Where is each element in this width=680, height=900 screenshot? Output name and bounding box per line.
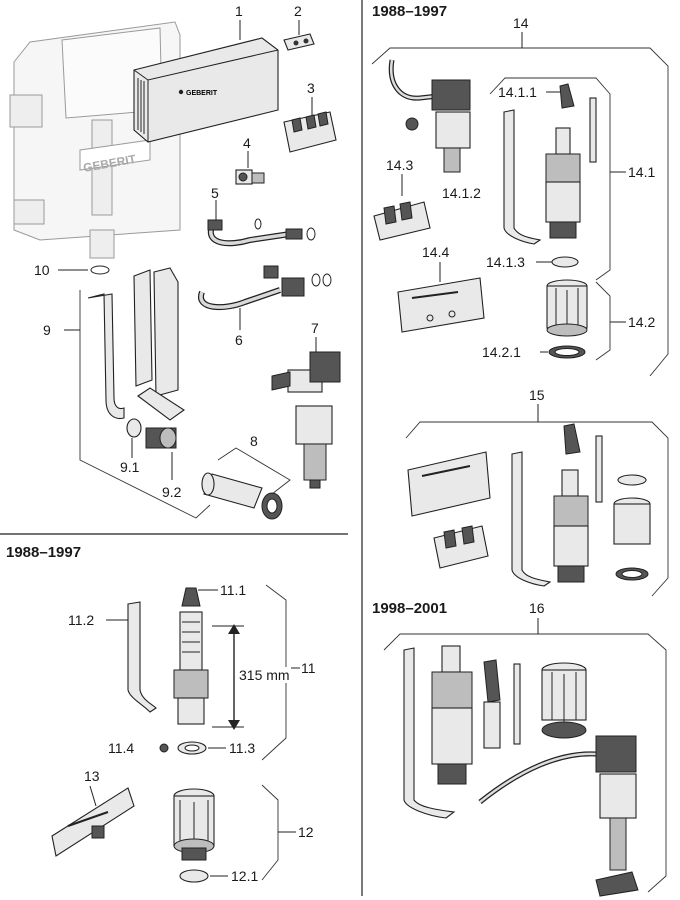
part-14-3-holder bbox=[373, 201, 431, 241]
cistern-frame bbox=[9, 21, 181, 259]
label-1: 1 bbox=[235, 3, 243, 19]
dimension-label: 315 mm bbox=[238, 667, 291, 683]
part-12-1-gasket bbox=[179, 869, 209, 883]
label-10: 10 bbox=[34, 262, 50, 278]
part-4-connector bbox=[235, 169, 265, 185]
group-14-bracket bbox=[371, 47, 669, 377]
label-14-2: 14.2 bbox=[628, 314, 656, 330]
label-11-2: 11.2 bbox=[68, 612, 95, 628]
part-14-1-3-gasket bbox=[551, 256, 579, 268]
label-8: 8 bbox=[250, 433, 258, 449]
label-14-2-1: 14.2.1 bbox=[482, 344, 521, 360]
label-11-1: 11.1 bbox=[220, 582, 247, 598]
part-11-4-washer bbox=[159, 743, 169, 753]
label-2: 2 bbox=[294, 3, 302, 19]
label-14-1-1: 14.1.1 bbox=[498, 84, 537, 100]
part-11-flush-valve bbox=[173, 587, 209, 725]
label-9-1: 9.1 bbox=[120, 459, 140, 475]
part-9-flush-pipe bbox=[87, 267, 185, 449]
part-10-ring bbox=[90, 265, 110, 275]
label-14-1: 14.1 bbox=[628, 164, 656, 180]
label-14-3: 14.3 bbox=[386, 157, 414, 173]
part-12-overflow-basket bbox=[173, 788, 215, 861]
part-5-hose-short bbox=[207, 218, 316, 247]
label-14-4: 14.4 bbox=[422, 244, 450, 260]
header-1988-1997-top: 1988–1997 bbox=[372, 3, 448, 20]
label-9: 9 bbox=[43, 322, 51, 338]
label-11-4: 11.4 bbox=[108, 740, 135, 756]
part-11-2-lever bbox=[127, 601, 157, 713]
part-14-fill-valve bbox=[388, 59, 471, 173]
label-13: 13 bbox=[84, 768, 100, 784]
group-15-bracket bbox=[405, 421, 669, 597]
header-1988-1997-left: 1988–1997 bbox=[6, 544, 82, 561]
group-16-bracket bbox=[383, 633, 667, 893]
label-5: 5 bbox=[211, 185, 219, 201]
part-16-kit bbox=[403, 645, 639, 897]
label-11: 11 bbox=[301, 660, 316, 676]
part-14-2-basket bbox=[546, 279, 588, 337]
part-3-actuator-holder bbox=[283, 111, 337, 153]
label-16: 16 bbox=[529, 600, 545, 616]
part-2-bracket bbox=[283, 33, 315, 51]
label-14-1-2: 14.1.2 bbox=[442, 185, 481, 201]
part-14-1-2-lever bbox=[503, 109, 542, 245]
part-13-mounting-plate bbox=[51, 787, 135, 857]
part-15-kit bbox=[407, 423, 651, 587]
cover-brand-text: GEBERIT bbox=[186, 90, 218, 97]
label-12-1: 12.1 bbox=[231, 868, 259, 884]
header-1998-2001: 1998–2001 bbox=[372, 600, 448, 617]
label-14-1-3: 14.1.3 bbox=[486, 254, 525, 270]
part-6-hose-long bbox=[198, 265, 332, 311]
label-11-3: 11.3 bbox=[229, 740, 256, 756]
part-14-1-flush-valve bbox=[545, 83, 597, 239]
label-3: 3 bbox=[307, 80, 315, 96]
part-14-4-plate bbox=[397, 277, 485, 333]
part-7-fill-valve bbox=[271, 351, 341, 489]
label-15: 15 bbox=[529, 387, 545, 403]
label-4: 4 bbox=[243, 135, 251, 151]
label-14: 14 bbox=[513, 15, 529, 31]
label-12: 12 bbox=[298, 824, 314, 840]
label-7: 7 bbox=[311, 320, 319, 336]
label-9-2: 9.2 bbox=[162, 484, 182, 500]
label-6: 6 bbox=[235, 332, 243, 348]
part-1-cover-plate bbox=[133, 37, 279, 143]
part-8-pipe-seal bbox=[201, 472, 283, 520]
